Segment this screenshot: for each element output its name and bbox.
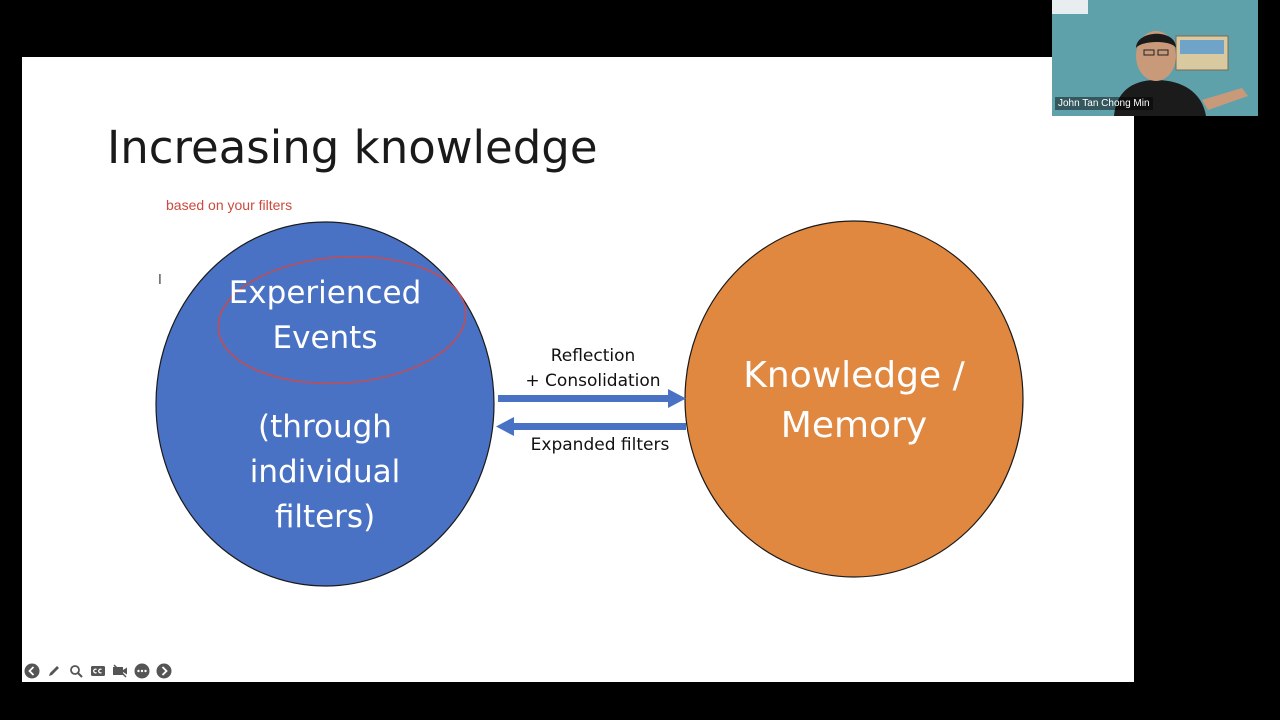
slide: Increasing knowledge based on your filte… <box>22 57 1134 682</box>
participant-video-tile[interactable]: John Tan Chong Min <box>1052 0 1258 116</box>
knowledge-memory-line-1: Knowledge / <box>743 355 965 396</box>
video-icon[interactable] <box>111 662 129 680</box>
slide-title: Increasing knowledge <box>107 121 598 174</box>
filters-line-3: filters) <box>274 499 376 535</box>
zoom-icon[interactable] <box>67 662 85 680</box>
reflection-line-2: + Consolidation <box>525 371 661 391</box>
experienced-events-line-2: Events <box>272 320 378 356</box>
knowledge-memory-label: Knowledge / Memory <box>686 351 1022 451</box>
participant-name: John Tan Chong Min <box>1055 97 1153 110</box>
experienced-events-circle <box>155 221 495 587</box>
text-cursor-icon: I <box>158 273 162 288</box>
red-annotation-circle <box>217 255 467 385</box>
filters-line-2: individual <box>249 454 401 490</box>
presentation-controls <box>23 662 173 680</box>
forward-arrow <box>498 389 686 408</box>
slide-diagram <box>155 220 1024 587</box>
knowledge-memory-line-2: Memory <box>780 405 928 446</box>
previous-icon[interactable] <box>23 662 41 680</box>
reflection-line-1: Reflection <box>550 346 636 366</box>
expanded-filters-label: Expanded filters <box>530 435 670 455</box>
experienced-events-line-1: Experienced <box>228 275 422 311</box>
more-icon[interactable] <box>133 662 151 680</box>
captions-icon[interactable] <box>89 662 107 680</box>
filters-label: (through individual filters) <box>165 405 485 540</box>
filters-line-1: (through <box>258 409 392 445</box>
experienced-events-label: Experienced Events <box>165 271 485 361</box>
pen-icon[interactable] <box>45 662 63 680</box>
participant-video-feed <box>1052 0 1258 116</box>
reflection-label: Reflection + Consolidation <box>502 344 684 394</box>
handwritten-annotation: based on your filters <box>166 197 293 213</box>
next-icon[interactable] <box>155 662 173 680</box>
backward-arrow <box>496 417 686 436</box>
